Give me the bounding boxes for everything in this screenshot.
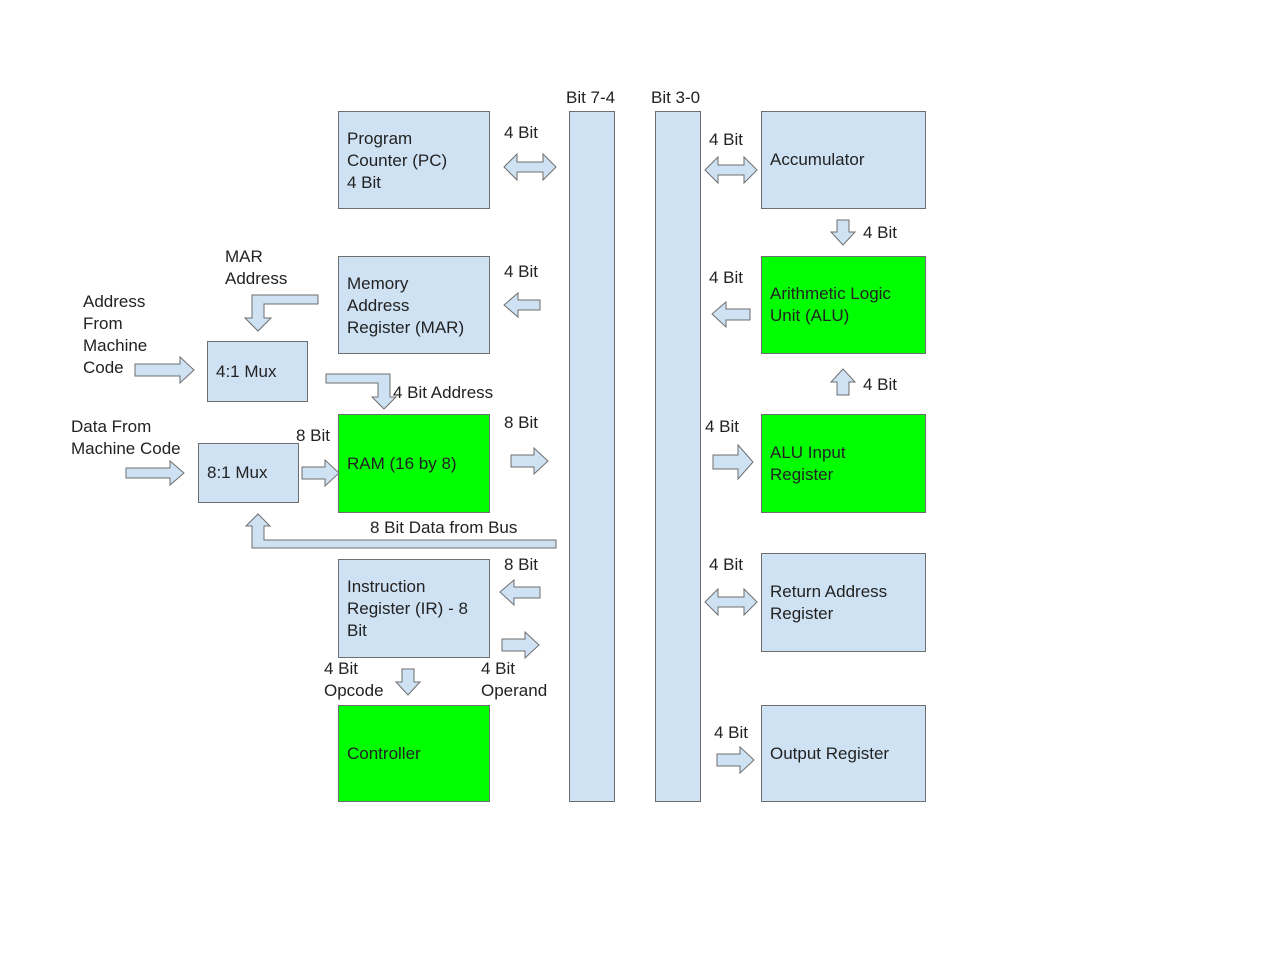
address-from-code-label: Address From Machine Code [83,292,148,377]
alu-input-register: ALU Input Register [761,414,926,513]
operand-label: 4 Bit Operand [481,659,548,700]
mar-address-elbow-arrow [243,294,319,332]
memory-address-register: Memory Address Register (MAR) [338,256,490,354]
program-counter: Program Counter (PC) 4 Bit [338,111,490,209]
bus-to-output-arrow [716,745,755,775]
ir-to-bus-arrow [501,630,540,660]
ram-to-bus-arrow [510,446,549,476]
ir-to-controller-arrow [394,668,422,696]
mar-bus-label: 4 Bit [504,262,539,281]
ram-bus-label: 8 Bit [504,413,539,432]
return-address-bus-double-arrow [704,587,758,617]
mux-4-to-1: 4:1 Mux [207,341,308,402]
pc-bus-double-arrow [503,152,557,182]
address-input-arrow [134,355,195,385]
output-bus-label: 4 Bit [714,723,749,742]
mux-8-to-1: 8:1 Mux [198,443,299,503]
opcode-label: 4 Bit Opcode [324,659,384,700]
accumulator-to-alu-arrow [829,219,857,246]
data-from-bus-label: 8 Bit Data from Bus [370,518,518,537]
mar-address-label: MAR Address [225,247,288,288]
bus-to-aluin-arrow [712,443,754,481]
arithmetic-logic-unit: Arithmetic Logic Unit (ALU) [761,256,926,354]
bus-high-label: Bit 7-4 [566,88,616,107]
mux8-to-ram-arrow [301,458,340,488]
instruction-register: Instruction Register (IR) - 8 Bit [338,559,490,658]
accumulator-bus-label: 4 Bit [709,130,744,149]
bus-bits-3-0 [655,111,701,802]
mux4-out-label: 4 Bit Address [393,383,494,402]
accumulator-bus-double-arrow [704,155,758,185]
return-address-bus-label: 4 Bit [709,555,744,574]
aluin-alu-label: 4 Bit [863,375,898,394]
accumulator: Accumulator [761,111,926,209]
accumulator-alu-label: 4 Bit [863,223,898,242]
mux8-out-label: 8 Bit [296,426,331,445]
bus-to-ir-arrow [499,578,541,607]
bus-aluin-label: 4 Bit [705,417,740,436]
data-input-arrow [125,459,185,487]
ram: RAM (16 by 8) [338,414,490,513]
ir-bus-label: 8 Bit [504,555,539,574]
mux4-to-ram-elbow-arrow [325,373,398,410]
bus-low-label: Bit 3-0 [651,88,701,107]
bus-to-mar-arrow [503,291,541,319]
alu-to-bus-arrow [711,300,751,329]
aluin-to-alu-arrow [829,368,857,396]
controller: Controller [338,705,490,802]
data-from-code-label: Data From Machine Code [71,417,181,458]
alu-bus-label: 4 Bit [709,268,744,287]
output-register: Output Register [761,705,926,802]
bus-data-feedback-arrow [244,513,557,549]
pc-bus-label: 4 Bit [504,123,539,142]
bus-bits-7-4 [569,111,615,802]
return-address-register: Return Address Register [761,553,926,652]
